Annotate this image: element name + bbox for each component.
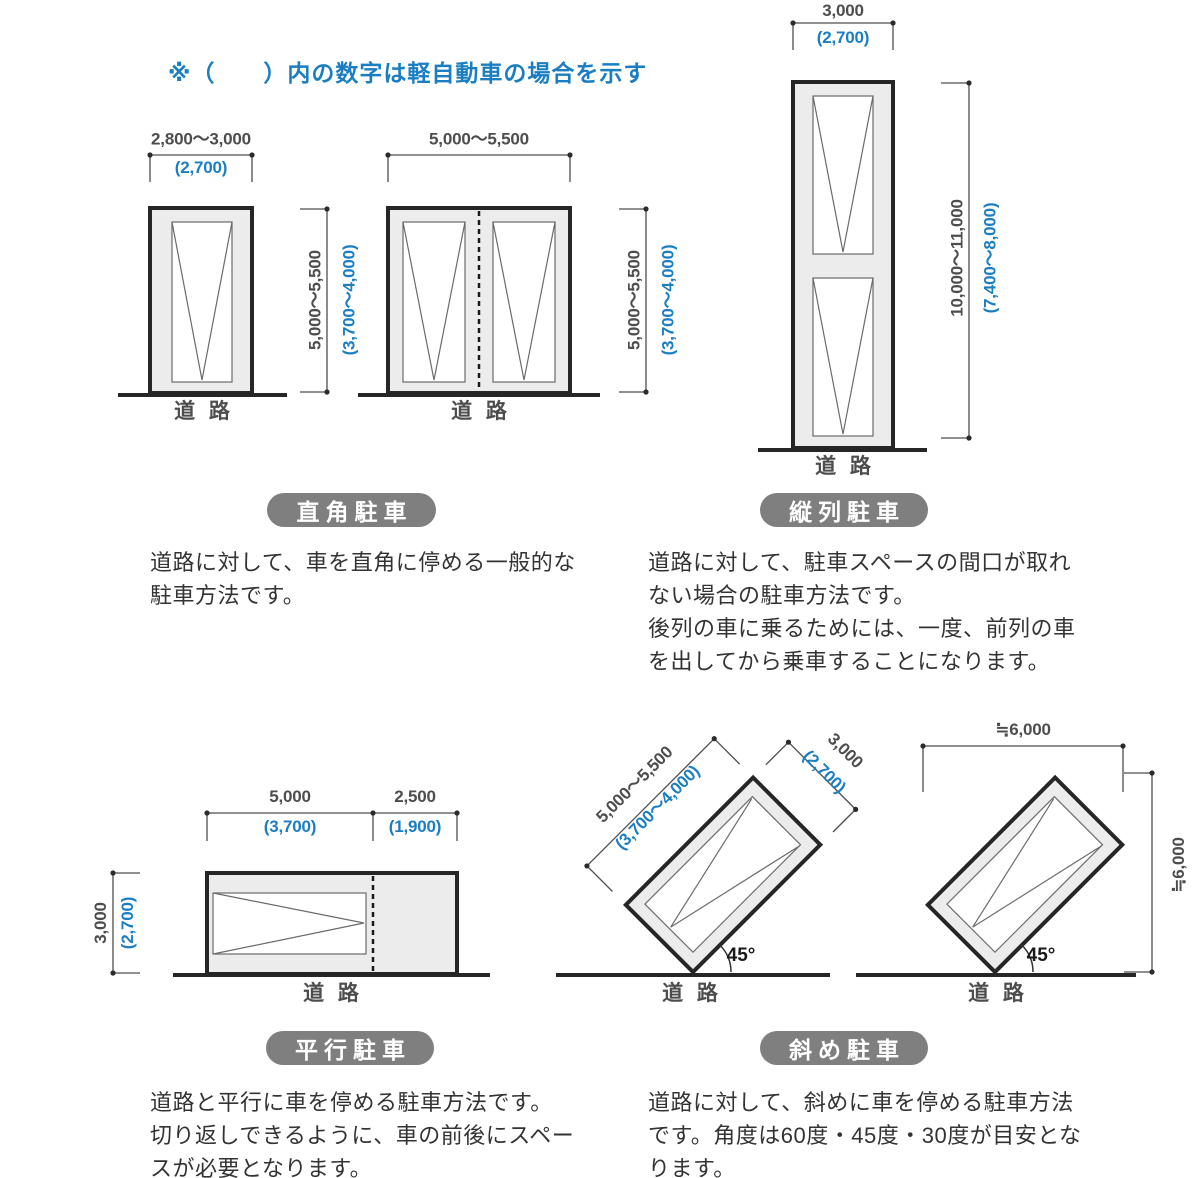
desc-line: です。角度は60度・45度・30度が目安とな [648,1123,1082,1148]
desc-line: スが必要となります。 [150,1156,373,1178]
kei-car-note: ※（ ）内の数字は軽自動車の場合を示す [168,60,648,86]
single-width-dim-kei: (2,700) [174,158,228,177]
parallel-depth-dim: 3,000 [91,902,110,944]
desc-line: 駐車方法です。 [150,583,306,608]
single-car [171,221,233,383]
road-label: 道 路 [303,982,359,1005]
angled-approx-width-dim: ≒6,000 [995,720,1051,739]
desc-line: を出してから乗車することになります。 [648,649,1051,674]
road-label: 道 路 [174,400,230,423]
road-label: 道 路 [968,982,1024,1005]
parallel-description: 道路と平行に車を停める駐車方法です。 切り返しできるように、車の前後にスペー ス… [150,1086,574,1178]
desc-line: 道路に対して、駐車スペースの間口が取れ [648,550,1072,575]
desc-line: ない場合の駐車方法です。 [648,583,916,608]
tandem-badge: 縦列駐車 [760,493,928,527]
parallel-turnspace-dim-kei: (1,900) [388,817,442,836]
desc-line: 道路に対して、車を直角に停める一般的な [150,550,576,575]
tandem-description: 道路に対して、駐車スペースの間口が取れ ない場合の駐車方法です。 後列の車に乗る… [648,546,1076,678]
tandem-lot-drawing [758,20,972,452]
parallel-length-dim-kei: (3,700) [263,817,317,836]
parallel-badge: 平行駐車 [266,1031,434,1065]
road-label: 道 路 [662,982,718,1005]
parallel-length-dim: 5,000 [269,787,311,806]
angled-badge: 斜め駐車 [760,1031,928,1065]
double-width-dim: 5,000〜5,500 [429,129,529,149]
tandem-depth-dim: 10,000〜11,000 [947,199,967,317]
perpendicular-double-lot-drawing [358,152,649,397]
angled-lot-b-drawing [856,743,1155,977]
tandem-width-dim: 3,000 [822,1,864,20]
parallel-turnspace-dim: 2,500 [394,787,436,806]
road-label: 道 路 [451,400,507,423]
parallel-lot-drawing [110,810,490,977]
perpendicular-badge: 直角駐車 [267,493,436,527]
road-label: 道 路 [815,455,871,478]
single-depth-dim: 5,000〜5,500 [305,250,325,350]
single-depth-dim-kei: (3,700〜4,000) [339,244,359,356]
angled-description: 道路に対して、斜めに車を停める駐車方法 です。角度は60度・45度・30度が目安… [648,1086,1082,1178]
desc-line: 後列の車に乗るためには、一度、前列の車 [648,616,1076,641]
double-depth-dim: 5,000〜5,500 [624,250,644,350]
desc-line: ります。 [648,1156,736,1178]
double-depth-dim-kei: (3,700〜4,000) [658,244,678,356]
tandem-width-dim-kei: (2,700) [816,28,870,47]
angled-lot-a-drawing [556,736,859,977]
perpendicular-description: 道路に対して、車を直角に停める一般的な 駐車方法です。 [150,546,576,612]
single-width-dim: 2,800〜3,000 [151,129,251,149]
angle-label: 45° [726,945,756,966]
desc-line: 切り返しできるように、車の前後にスペー [150,1123,575,1148]
tandem-depth-dim-kei: (7,400〜8,000) [980,202,1000,314]
desc-line: 道路に対して、斜めに車を停める駐車方法 [648,1090,1074,1115]
angle-label: 45° [1026,945,1056,966]
perpendicular-single-lot-drawing [118,152,330,397]
parallel-depth-dim-kei: (2,700) [118,896,137,950]
angled-approx-height-dim: ≒6,000 [1169,837,1188,893]
desc-line: 道路と平行に車を停める駐車方法です。 [150,1090,553,1115]
